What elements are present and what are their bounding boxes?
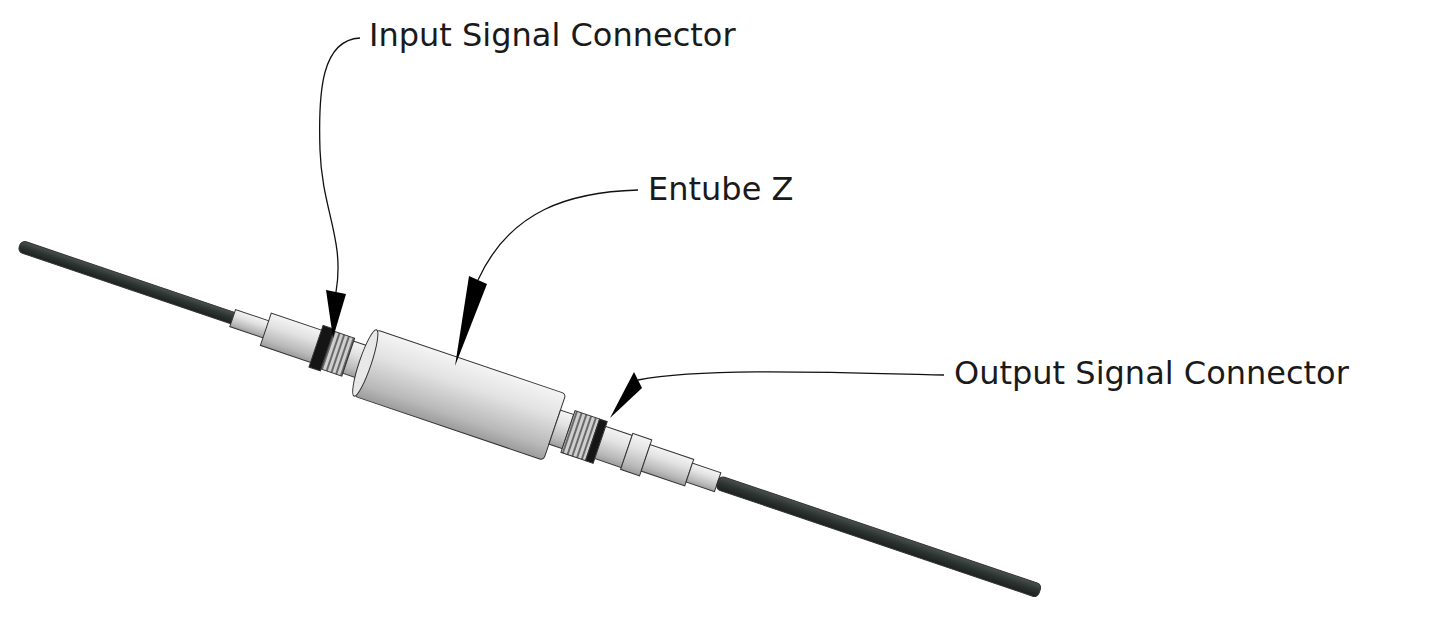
strain-relief (686, 463, 721, 492)
callout-label: Output Signal Connector (954, 356, 1349, 391)
leader-line (638, 372, 944, 380)
cable (715, 476, 1042, 598)
connector-body (641, 445, 694, 486)
leader-arrowhead (455, 276, 487, 366)
cable (18, 240, 240, 325)
leader-line (320, 38, 360, 292)
leader-arrowhead (326, 290, 346, 338)
callout-label: Input Signal Connector (369, 18, 736, 53)
leader-line (478, 190, 638, 280)
callout-label: Entube Z (648, 172, 793, 207)
leader-arrowhead (610, 372, 642, 418)
entube-end (348, 328, 382, 398)
